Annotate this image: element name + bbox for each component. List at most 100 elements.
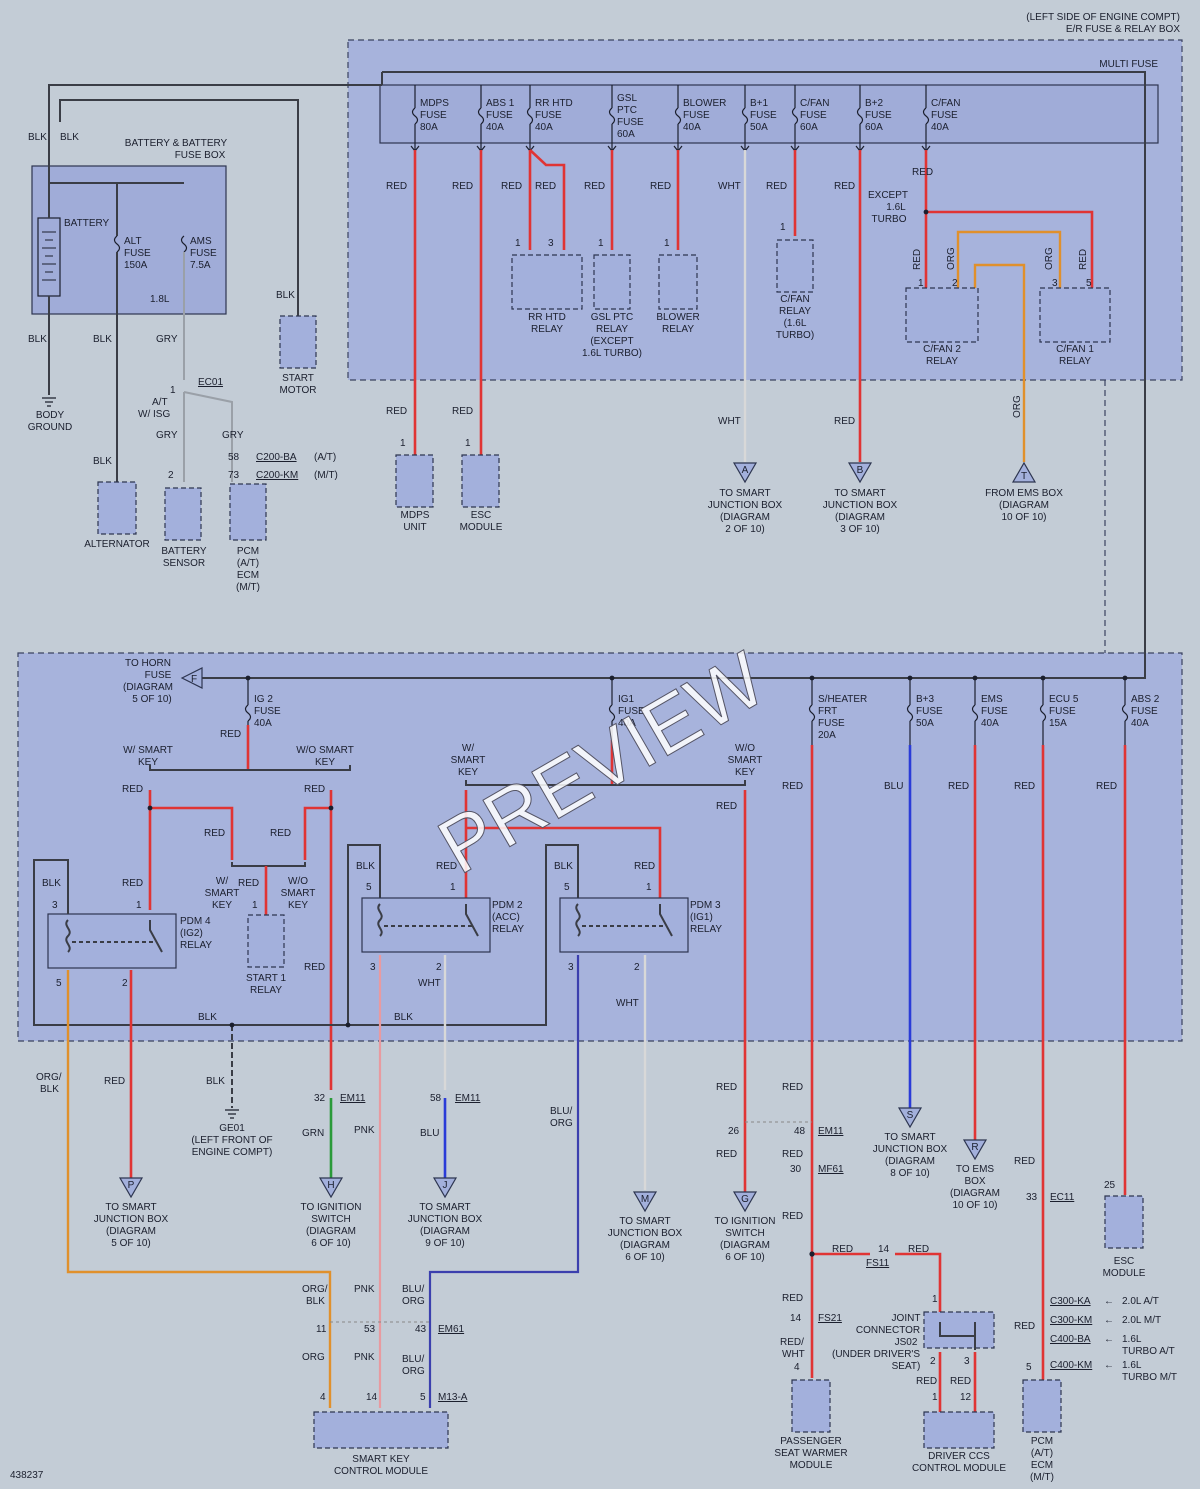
wire-label-pnk: PNK bbox=[354, 1284, 375, 1295]
pin: 43 bbox=[415, 1324, 427, 1335]
destination-label: TO SMART bbox=[105, 1202, 156, 1213]
wire-label-org-blk2: BLK bbox=[40, 1084, 59, 1095]
alt-fuse-name2: FUSE bbox=[124, 248, 151, 259]
pin: 3 bbox=[52, 900, 58, 911]
fuse-icon bbox=[674, 107, 682, 125]
wire-label-red: RED bbox=[916, 1376, 937, 1387]
variant-desc2: TURBO A/T bbox=[1122, 1346, 1175, 1357]
pin: 1 bbox=[932, 1294, 938, 1305]
fuse-label: FUSE bbox=[683, 110, 710, 121]
wire-label-red: RED bbox=[204, 828, 225, 839]
wire-label-red: RED bbox=[535, 181, 556, 192]
wire-label-red: RED bbox=[270, 828, 291, 839]
wire-label-blk: BLK bbox=[394, 1012, 413, 1023]
pdm3-switch bbox=[659, 904, 673, 937]
wire-label-red: RED bbox=[782, 1149, 803, 1160]
wire-label-red: RED bbox=[122, 878, 143, 889]
wire-label-red: RED bbox=[304, 962, 325, 973]
fuse-label: 40A bbox=[535, 122, 553, 133]
fuse-label: B+1 bbox=[750, 98, 769, 109]
tri-letter: J bbox=[443, 1180, 448, 1191]
connector-marker-icon bbox=[962, 1139, 988, 1161]
pin: 12 bbox=[960, 1392, 972, 1403]
alternator-box bbox=[97, 481, 137, 535]
junction-dot bbox=[229, 1022, 235, 1028]
fuse-icon bbox=[808, 704, 816, 722]
pcm-top-label3: ECM bbox=[237, 570, 259, 581]
to-horn-label: TO HORN bbox=[125, 658, 171, 669]
destination-label: TO IGNITION bbox=[301, 1202, 362, 1213]
gsl-ptc-relay-label3: (EXCEPT bbox=[590, 336, 633, 347]
fuse-label: ABS 1 bbox=[486, 98, 515, 109]
seat-warmer-label3: MODULE bbox=[790, 1460, 833, 1471]
em61-connector: EM61 bbox=[438, 1324, 465, 1335]
wire-label-red: RED bbox=[912, 249, 923, 270]
wire-label-red: RED bbox=[452, 181, 473, 192]
wire-label-red: RED bbox=[716, 1082, 737, 1093]
pin: 1 bbox=[450, 882, 456, 893]
em11-connector: EM11 bbox=[340, 1093, 366, 1104]
fuse-label: FUSE bbox=[865, 110, 892, 121]
to-sjb-b-label4: 3 OF 10) bbox=[840, 524, 879, 535]
mdps-unit-label2: UNIT bbox=[403, 522, 426, 533]
fuse-label: FUSE bbox=[818, 718, 845, 729]
joint-label3: JS02 bbox=[895, 1337, 918, 1348]
fuse-label: 20A bbox=[818, 730, 836, 741]
pcm-top-label4: (M/T) bbox=[236, 582, 260, 593]
fuse-label: FUSE bbox=[1131, 706, 1158, 717]
cfan40-wire bbox=[924, 150, 1094, 288]
fuse-label: B+3 bbox=[916, 694, 935, 705]
except-label3: TURBO bbox=[872, 214, 907, 225]
pdm3-label3: RELAY bbox=[690, 924, 722, 935]
wire-label-red: RED bbox=[1014, 1156, 1035, 1167]
pin: 33 bbox=[1026, 1192, 1038, 1203]
wire-label-red: RED bbox=[1078, 249, 1089, 270]
pin: 5 bbox=[56, 978, 62, 989]
alt-fuse-amp: 150A bbox=[124, 260, 148, 271]
junction-dot bbox=[809, 675, 815, 681]
esc-bottom-label: ESC bbox=[1114, 1256, 1135, 1267]
wire-label-red: RED bbox=[122, 784, 143, 795]
header-location: (LEFT SIDE OF ENGINE COMPT) bbox=[1026, 12, 1180, 23]
esc-module-bottom-box bbox=[1104, 1195, 1144, 1249]
w-smartkey-label: W/ bbox=[462, 743, 474, 754]
w-smartkey-label: W/ bbox=[216, 876, 228, 887]
cfan2-relay-box bbox=[905, 287, 979, 343]
wire-label-red-wht: RED/ bbox=[780, 1337, 804, 1348]
fuse-label: PTC bbox=[617, 105, 637, 116]
fuse-label: GSL bbox=[617, 93, 637, 104]
joint-internal bbox=[939, 1322, 976, 1350]
fuse-label: ECU 5 bbox=[1049, 694, 1079, 705]
destination-label: 9 OF 10) bbox=[425, 1238, 464, 1249]
pin: 1 bbox=[465, 438, 471, 449]
wo-smartkey-label2: KEY bbox=[315, 757, 335, 768]
pin: 11 bbox=[316, 1324, 327, 1335]
start-motor-box bbox=[279, 315, 317, 369]
connector-marker-icon bbox=[432, 1177, 458, 1199]
gsl-ptc-relay-label2: RELAY bbox=[596, 324, 628, 335]
start-motor-label2: MOTOR bbox=[279, 385, 316, 396]
fuse-icon bbox=[526, 107, 534, 125]
fuse-icon bbox=[1121, 704, 1129, 722]
tri-letter: T bbox=[1021, 471, 1027, 482]
pin: 58 bbox=[430, 1093, 442, 1104]
header-box-name: E/R FUSE & RELAY BOX bbox=[1066, 24, 1180, 35]
destination-label: JUNCTION BOX bbox=[94, 1214, 169, 1225]
battery-icon bbox=[37, 217, 61, 297]
wo-smartkey-label3: KEY bbox=[735, 767, 755, 778]
destination-label: 6 OF 10) bbox=[625, 1252, 664, 1263]
fuse-icon bbox=[971, 704, 979, 722]
cfan2-relay-label: C/FAN 2 bbox=[923, 344, 961, 355]
junction-dot bbox=[147, 805, 153, 811]
connector-f-icon: F bbox=[180, 667, 203, 689]
multi-fuse-bus bbox=[200, 71, 1146, 679]
wire-label-red: RED bbox=[782, 1211, 803, 1222]
start1-relay-box bbox=[247, 914, 285, 968]
wire-label-blk: BLK bbox=[554, 861, 573, 872]
wo-smartkey-label: W/O SMART bbox=[296, 745, 354, 756]
connector-a-icon: A bbox=[732, 462, 758, 484]
wo-smartkey-label2: SMART bbox=[728, 755, 763, 766]
body-ground-label: BODY bbox=[36, 410, 65, 421]
destination-label: JUNCTION BOX bbox=[608, 1228, 683, 1239]
to-sjb-a-label4: 2 OF 10) bbox=[725, 524, 764, 535]
